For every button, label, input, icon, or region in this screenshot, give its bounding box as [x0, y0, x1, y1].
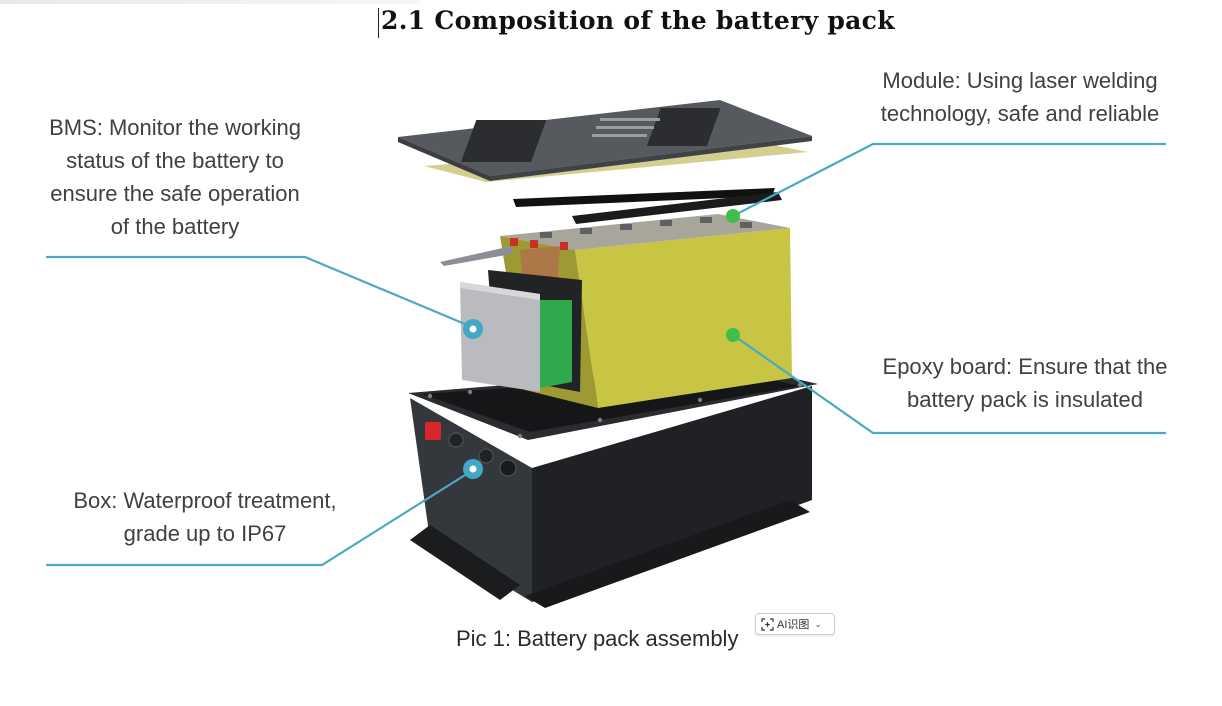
bms-label-line-4: of the battery	[110, 214, 240, 239]
callout-label-bms: BMS: Monitor the working status of the b…	[30, 111, 320, 243]
bms-board	[460, 270, 582, 392]
ai-chip-label: AI识图	[777, 619, 810, 631]
epoxy-label-line-2: battery pack is insulated	[906, 387, 1144, 412]
bms-label-line-2: status of the battery to	[66, 148, 284, 173]
callout-label-epoxy: Epoxy board: Ensure that the battery pac…	[860, 350, 1190, 416]
callout-line-epoxy	[732, 334, 1166, 435]
callout-label-box: Box: Waterproof treatment, grade up to I…	[55, 484, 355, 550]
box-label-line-2: grade up to IP67	[123, 521, 287, 546]
epoxy-label-line-1: Epoxy board: Ensure that the	[882, 354, 1168, 379]
callout-markers	[463, 209, 740, 479]
scan-icon	[761, 617, 774, 631]
bms-label-line-3: ensure the safe operation	[50, 181, 300, 206]
top-lid	[398, 100, 812, 181]
module-label-line-2: technology, safe and reliable	[880, 101, 1160, 126]
marker-module	[726, 209, 740, 223]
figure-caption: Pic 1: Battery pack assembly	[456, 626, 739, 651]
text-cursor	[378, 8, 379, 38]
top-scroll-shadow	[0, 0, 420, 4]
callout-line-module	[732, 142, 1166, 217]
callout-line-bms	[46, 255, 473, 329]
section-title: 2.1 Composition of the battery pack	[381, 6, 895, 35]
chevron-down-icon: ⌄	[814, 618, 822, 629]
marker-epoxy	[726, 328, 740, 342]
ai-recognize-button[interactable]: AI识图 ⌄	[755, 613, 835, 635]
box-label-line-1: Box: Waterproof treatment,	[73, 488, 337, 513]
callout-lines	[46, 142, 1166, 567]
callout-label-module: Module: Using laser welding technology, …	[845, 64, 1195, 130]
bms-label-line-1: BMS: Monitor the working	[49, 115, 301, 140]
module-label-line-1: Module: Using laser welding	[882, 68, 1158, 93]
callout-line-box	[46, 469, 474, 567]
